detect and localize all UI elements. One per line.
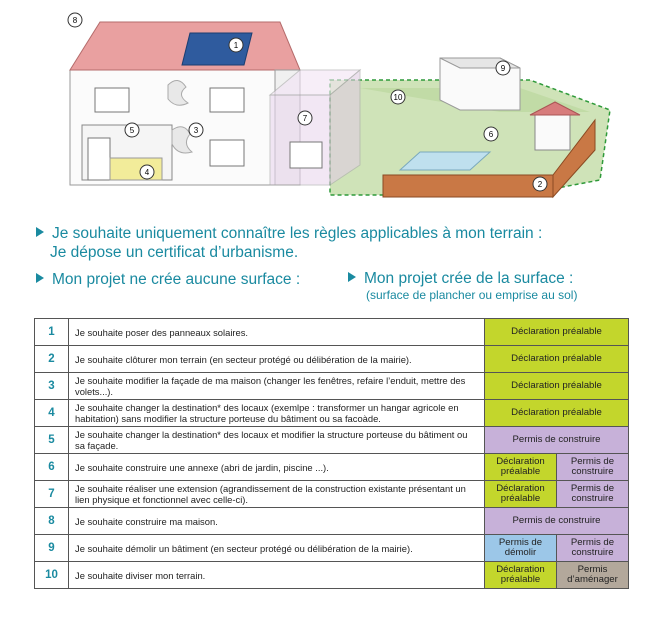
marker-4: 4 xyxy=(145,168,150,177)
arrow-icon xyxy=(348,271,356,282)
status-cell: Déclaration préalable xyxy=(483,399,630,427)
status-cell: Permis de construire xyxy=(555,534,630,562)
arrow-icon xyxy=(36,272,44,283)
status-cell: Permis de construire xyxy=(555,453,630,481)
table-row: 3 Je souhaite modifier la façade de ma m… xyxy=(34,372,630,400)
fence xyxy=(382,174,554,198)
status-cell: Permis de construire xyxy=(555,480,630,508)
table-row: 7 Je souhaite réaliser une extension (ag… xyxy=(34,480,630,508)
marker-9: 9 xyxy=(501,64,506,73)
no-surface-heading: Mon projet ne crée aucune surface : xyxy=(36,271,300,289)
status-cell: Déclaration préalable xyxy=(484,561,557,589)
certificate-heading: Je souhaite uniquement connaître les règ… xyxy=(36,224,542,262)
pool xyxy=(398,151,492,171)
status-cell: Déclaration préalable xyxy=(483,345,630,373)
status-cell: Permis de construire xyxy=(483,426,630,454)
status-cell: Déclaration préalable xyxy=(483,372,630,400)
marker-5: 5 xyxy=(130,126,135,135)
marker-7: 7 xyxy=(303,114,308,123)
status-cell: Permis de construire xyxy=(483,507,630,535)
table-row: 8 Je souhaite construire ma maison. Perm… xyxy=(34,507,630,535)
rules-table: 1 Je souhaite poser des panneaux solaire… xyxy=(34,318,630,589)
marker-8: 8 xyxy=(73,16,78,25)
arrow-icon xyxy=(36,226,44,237)
table-row: 5 Je souhaite changer la destination* de… xyxy=(34,426,630,454)
table-row: 1 Je souhaite poser des panneaux solaire… xyxy=(34,318,630,346)
status-cell: Déclaration préalable xyxy=(484,453,557,481)
marker-1: 1 xyxy=(234,41,239,50)
status-cell: Déclaration préalable xyxy=(483,318,630,346)
table-row: 6 Je souhaite construire une annexe (abr… xyxy=(34,453,630,481)
marker-6: 6 xyxy=(489,130,494,139)
status-cell: Permis d’aménager xyxy=(555,561,630,589)
status-cell: Permis de démolir xyxy=(484,534,557,562)
marker-10: 10 xyxy=(394,93,403,102)
annex-yellow xyxy=(109,157,163,181)
surface-heading: Mon projet crée de la surface : (surface… xyxy=(348,271,577,303)
table-row: 10 Je souhaite diviser mon terrain. Décl… xyxy=(34,561,630,589)
table-row: 9 Je souhaite démolir un bâtiment (en se… xyxy=(34,534,630,562)
table-row: 4 Je souhaite changer la destination* de… xyxy=(34,399,630,427)
status-cell: Déclaration préalable xyxy=(484,480,557,508)
marker-2: 2 xyxy=(538,180,543,189)
table-row: 2 Je souhaite clôturer mon terrain (en s… xyxy=(34,345,630,373)
marker-3: 3 xyxy=(194,126,199,135)
house-illustration: 1 2 3 4 5 6 7 8 9 10 xyxy=(67,12,611,199)
